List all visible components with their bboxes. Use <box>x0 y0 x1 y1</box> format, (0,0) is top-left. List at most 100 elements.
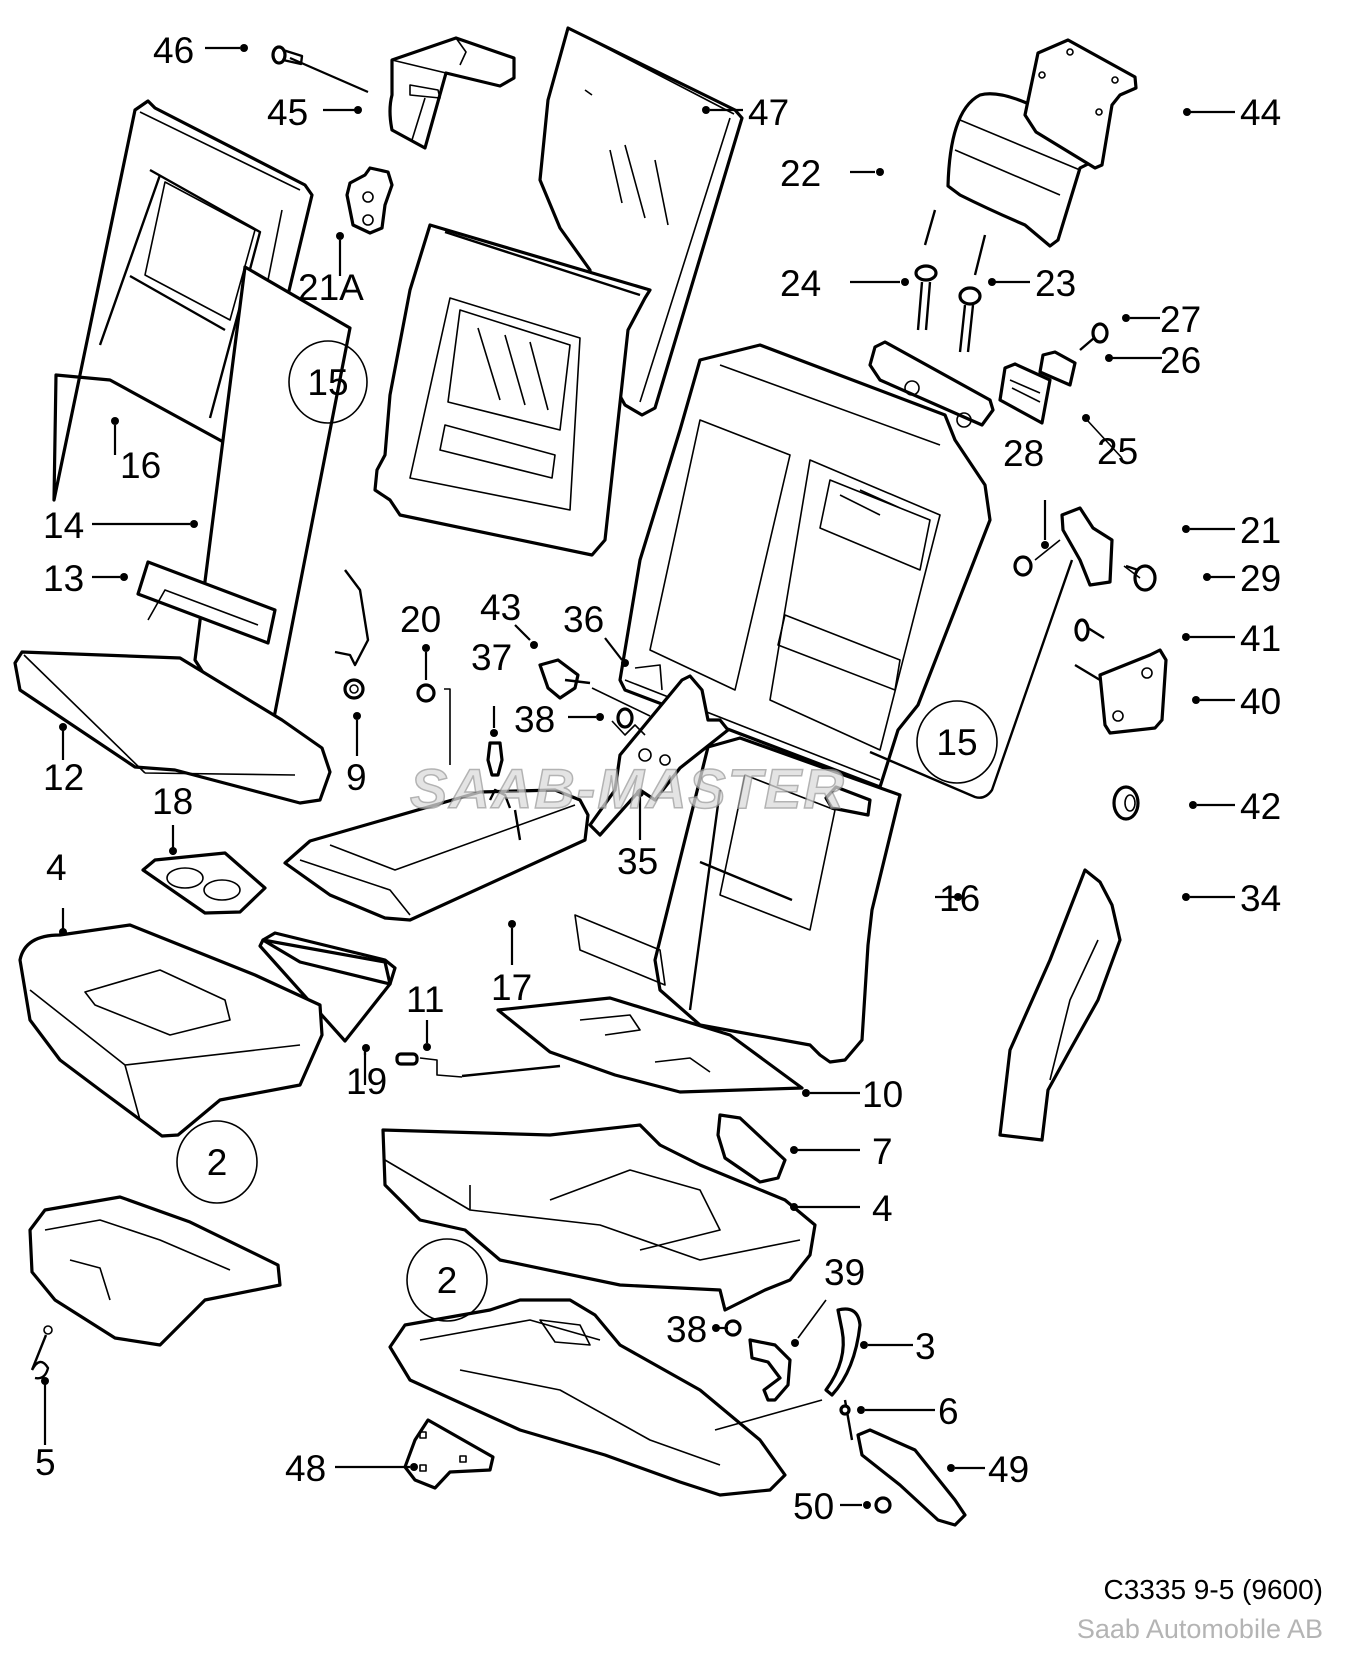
label-27: 27 <box>1160 299 1201 340</box>
part-16-right-backrest-cover <box>574 736 902 1064</box>
diagram-code: C3335 9-5 (9600) <box>1103 1574 1323 1605</box>
part-15-backrest-frame-right <box>618 343 992 789</box>
part-45-trim-cover <box>388 36 516 150</box>
label-35: 35 <box>617 841 658 882</box>
label-49: 49 <box>988 1449 1029 1490</box>
part-39-bracket <box>748 1338 792 1402</box>
part-42-grommet <box>1112 785 1140 821</box>
group-circle-2-right: 2 <box>406 1238 488 1322</box>
label-5: 5 <box>35 1442 56 1483</box>
part-49-latch <box>856 1428 967 1527</box>
label-34: 34 <box>1240 878 1281 919</box>
label-18: 18 <box>152 781 193 822</box>
label-4-left: 4 <box>46 847 67 888</box>
label-45: 45 <box>267 92 308 133</box>
part-3-trim <box>824 1307 862 1397</box>
part-48-plate <box>403 1418 495 1490</box>
label-13: 13 <box>43 558 84 599</box>
label-28: 28 <box>1003 433 1044 474</box>
part-13-strip <box>136 560 277 645</box>
part-25-switch <box>998 362 1052 425</box>
part-19-lid <box>258 931 397 1043</box>
label-47: 47 <box>748 92 789 133</box>
part-28-screw <box>1013 555 1033 577</box>
label-38-lower: 38 <box>666 1309 707 1350</box>
part-11-clip <box>395 1052 561 1078</box>
label-17: 17 <box>491 967 532 1008</box>
label-23: 23 <box>1035 263 1076 304</box>
label-3: 3 <box>915 1326 936 1367</box>
leader-lines <box>41 44 1235 1509</box>
label-7: 7 <box>872 1131 893 1172</box>
part-24-headrest-guide <box>914 264 938 331</box>
label-21: 21 <box>1240 510 1281 551</box>
group-circle-15-left: 15 <box>288 340 368 424</box>
label-19: 19 <box>346 1061 387 1102</box>
part-10-seat-mat <box>496 996 804 1094</box>
label-42: 42 <box>1240 786 1281 827</box>
label-24: 24 <box>780 263 821 304</box>
label-48: 48 <box>285 1448 326 1489</box>
label-12: 12 <box>43 757 84 798</box>
part-36-bolt <box>616 707 634 729</box>
watermark: SAAB-MASTER <box>410 757 846 820</box>
part-5-cable <box>30 1325 53 1380</box>
part-26-plate <box>1038 350 1077 387</box>
part-27-screw <box>1079 322 1109 351</box>
part-44-mounting-plate <box>1023 38 1138 170</box>
label-22: 22 <box>780 153 821 194</box>
label-6: 6 <box>938 1391 959 1432</box>
part-18-cupholder <box>141 851 267 915</box>
label-37: 37 <box>471 637 512 678</box>
part-labels: 46 45 47 44 22 24 23 27 26 25 21A 16 14 … <box>35 30 1281 1527</box>
label-41: 41 <box>1240 618 1281 659</box>
part-40-bracket <box>1074 648 1168 735</box>
part-2-left-seat-pan <box>28 1195 282 1347</box>
part-7-trim-strip <box>716 1113 787 1184</box>
label-43: 43 <box>480 587 521 628</box>
label-44: 44 <box>1240 92 1281 133</box>
label-14: 14 <box>43 505 84 546</box>
label-10: 10 <box>862 1074 903 1115</box>
label-16-left: 16 <box>120 445 161 486</box>
group-circle-label: 2 <box>437 1260 458 1301</box>
part-6-pin <box>839 1399 854 1441</box>
label-40: 40 <box>1240 681 1281 722</box>
label-39: 39 <box>824 1252 865 1293</box>
part-35-hinge-bracket <box>588 674 730 837</box>
group-circle-2-left: 2 <box>176 1120 258 1204</box>
part-12-armrest-base <box>13 569 370 805</box>
label-16-right: 16 <box>939 878 980 919</box>
part-43-bushing <box>538 658 591 700</box>
part-9-nut <box>343 678 365 700</box>
label-25: 25 <box>1097 431 1138 472</box>
part-29-bolt <box>1125 564 1157 592</box>
part-41-bolt <box>1074 618 1105 642</box>
part-23-headrest-guide-lock <box>958 286 982 353</box>
part-2-right-seat-pan <box>388 1298 787 1497</box>
part-20-nut <box>416 683 436 703</box>
part-38-nut-lower <box>724 1319 742 1337</box>
part-50-nut <box>874 1496 892 1514</box>
label-26: 26 <box>1160 340 1201 381</box>
part-34-side-bolster <box>998 868 1122 1142</box>
label-38-upper: 38 <box>514 699 555 740</box>
label-29: 29 <box>1240 558 1281 599</box>
label-11: 11 <box>406 979 444 1020</box>
part-4-right-seat-cushion <box>381 1123 817 1312</box>
part-37-bolt <box>486 741 504 777</box>
group-circle-label: 15 <box>307 362 348 403</box>
label-50: 50 <box>793 1486 834 1527</box>
label-46: 46 <box>153 30 194 71</box>
group-circle-label: 15 <box>936 722 977 763</box>
part-17-center-armrest <box>283 788 590 922</box>
part-21A-bracket <box>345 166 394 235</box>
group-circle-label: 2 <box>207 1142 228 1183</box>
label-4-right: 4 <box>872 1188 893 1229</box>
label-21A: 21A <box>298 267 364 308</box>
label-9: 9 <box>346 757 367 798</box>
group-circle-15-right: 15 <box>916 700 998 784</box>
part-4-left-seat-cushion <box>18 923 324 1138</box>
part-21-latch-rod <box>824 506 1114 817</box>
